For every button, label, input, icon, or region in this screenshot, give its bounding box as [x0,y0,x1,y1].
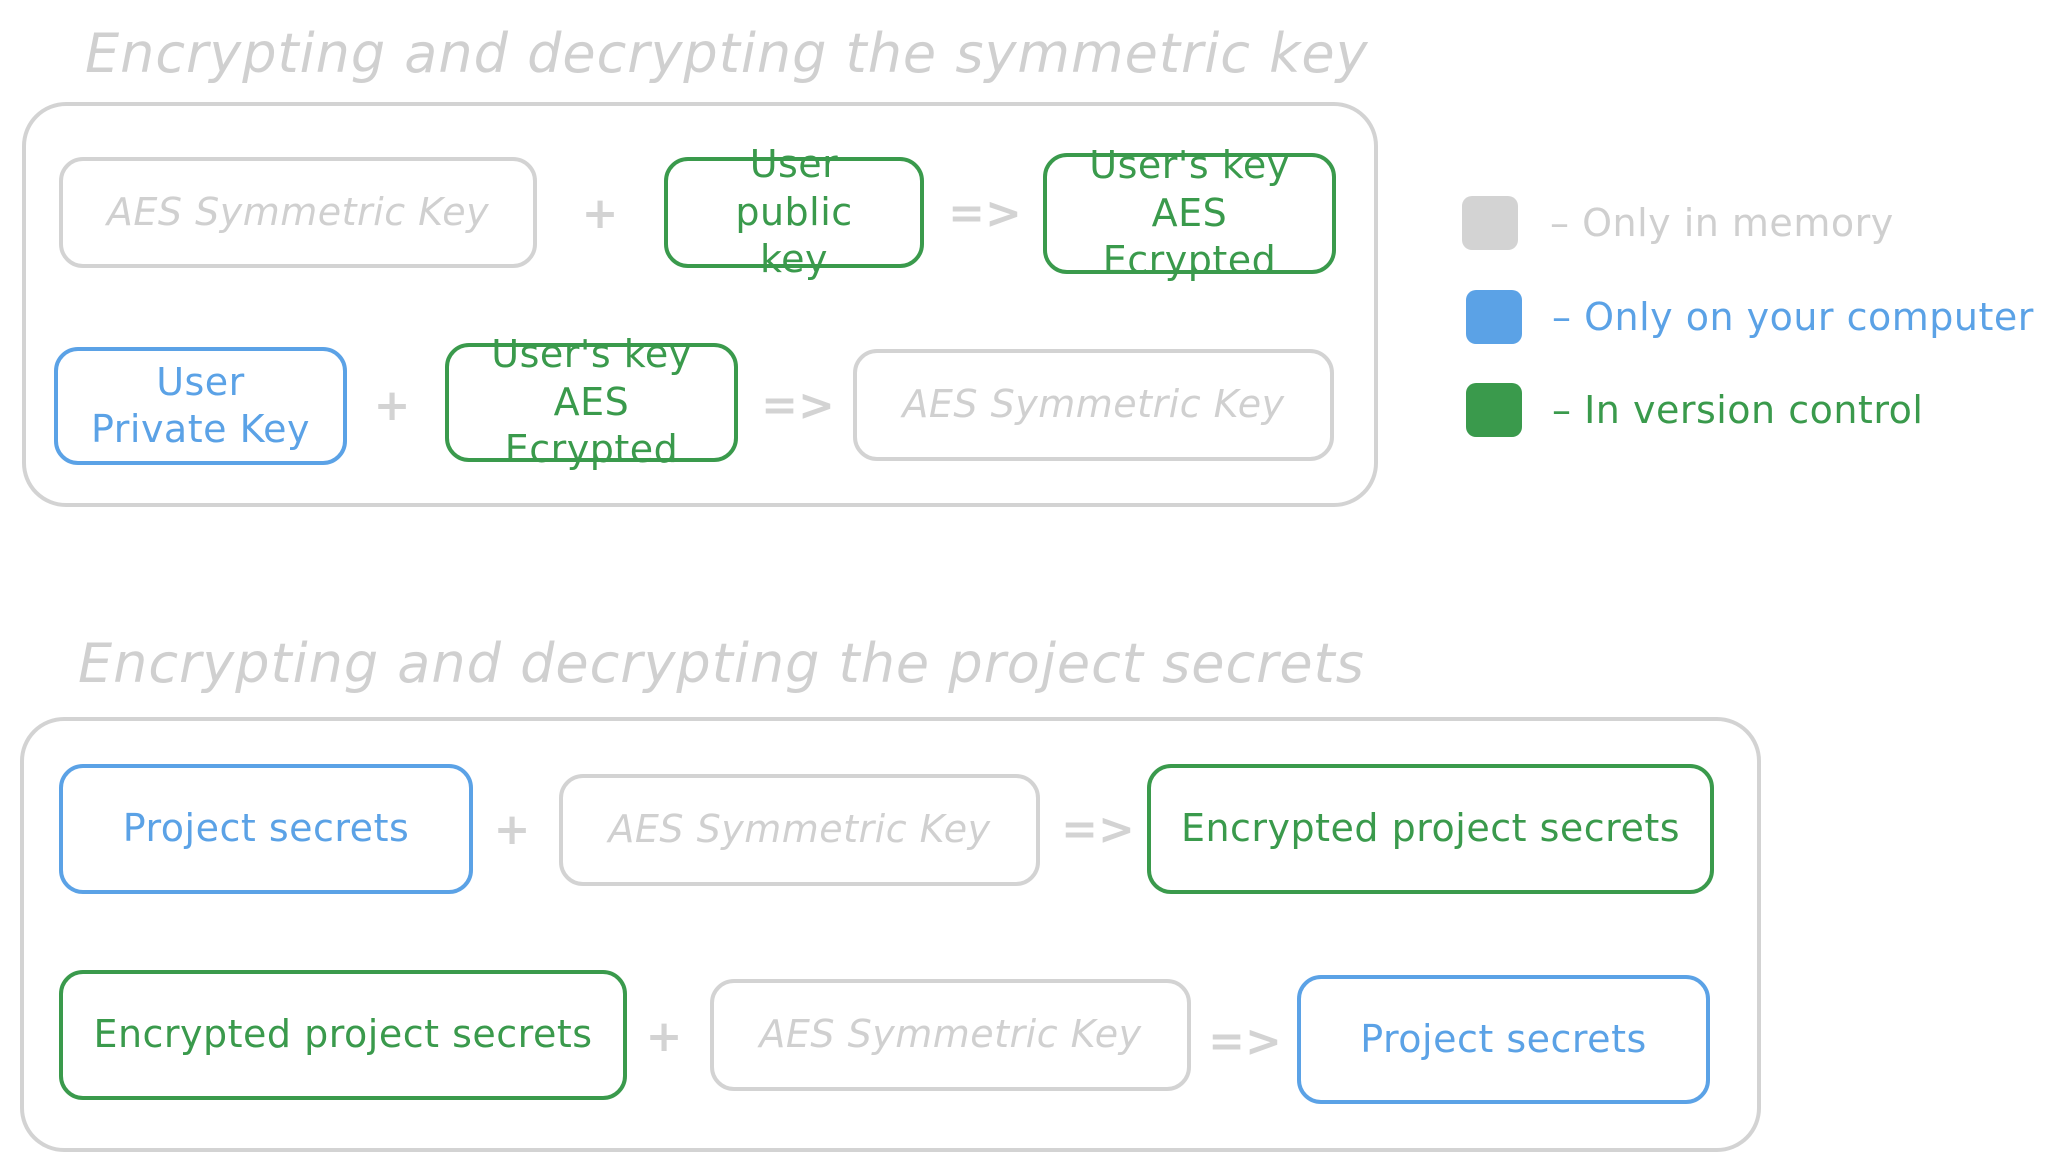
plus-operator: + [581,187,619,239]
node-aes-symmetric-key: AES Symmetric Key [710,979,1191,1091]
section-title-symmetric-key: Encrypting and decrypting the symmetric … [85,22,1369,85]
node-users-key-aes-encrypted: User's key AES Ecrypted [1043,143,1336,282]
node-encrypted-project-secrets: Encrypted project secrets [1147,764,1714,894]
node-user-private-key: User Private Key [54,347,347,465]
legend-swatch-memory [1462,196,1518,250]
node-aes-symmetric-key: AES Symmetric Key [559,774,1040,886]
plus-operator: + [493,803,531,855]
node-encrypted-project-secrets: Encrypted project secrets [59,970,627,1100]
node-project-secrets: Project secrets [59,764,473,894]
node-project-secrets: Project secrets [1297,975,1710,1104]
node-users-key-aes-encrypted: User's key AES Ecrypted [445,332,738,471]
section-title-project-secrets: Encrypting and decrypting the project se… [78,632,1365,695]
node-user-public-key: User public key [664,142,924,281]
legend-swatch-version-control [1466,383,1522,437]
arrow-operator: => [761,379,835,431]
legend-label-computer: – Only on your computer [1552,295,2034,339]
node-aes-symmetric-key: AES Symmetric Key [853,349,1334,461]
plus-operator: + [373,379,411,431]
node-aes-symmetric-key: AES Symmetric Key [59,157,537,268]
plus-operator: + [645,1010,683,1062]
legend-label-version-control: – In version control [1552,388,1924,432]
group-symmetric-key [22,102,1378,507]
arrow-operator: => [1208,1015,1282,1067]
legend-label-memory: – Only in memory [1550,201,1894,245]
arrow-operator: => [1061,803,1135,855]
group-project-secrets [20,717,1761,1152]
arrow-operator: => [948,187,1022,239]
legend-swatch-computer [1466,290,1522,344]
